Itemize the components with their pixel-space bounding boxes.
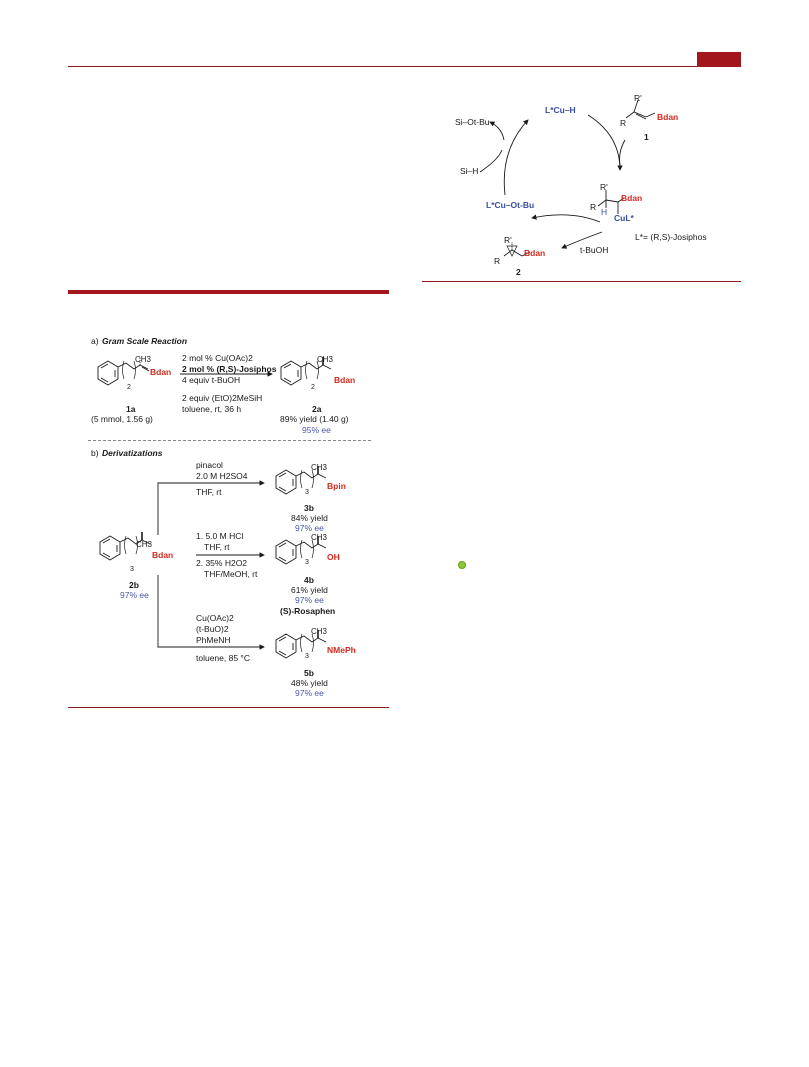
2a-ch3: CH3 [317, 355, 334, 364]
substrate-r-prime: R' [634, 93, 642, 103]
condition-a-3: 4 equiv t-BuOH [182, 375, 241, 385]
panel-a-structures [97, 357, 332, 386]
condition-a-4: 2 equiv (EtO)2MeSiH [182, 393, 263, 403]
route2-cond-2: THF, rt [204, 542, 230, 552]
2b-label: 2b [129, 580, 139, 590]
4b-ring [275, 536, 327, 565]
5b-ch3: CH3 [311, 627, 328, 636]
intermediate-r: R [590, 202, 597, 212]
bullet-dot [458, 561, 466, 569]
4b-ee: 97% ee [295, 595, 324, 605]
scheme-bottom-rule [422, 281, 741, 282]
5b-ring [275, 630, 327, 659]
2b-subscript: 3 [130, 566, 134, 573]
intermediate-structure [597, 190, 625, 214]
panel-a-heading: Gram Scale Reaction [102, 336, 188, 346]
4b-label: 4b [304, 575, 314, 585]
route2-cond-1: 1. 5.0 M HCl [196, 531, 244, 541]
5b-label: 5b [304, 668, 314, 678]
2a-ee: 95% ee [302, 425, 331, 435]
5b-nmeph: NMePh [327, 645, 356, 655]
section-rule-thick [68, 290, 389, 294]
condition-a-1: 2 mol % Cu(OAc)2 [182, 353, 253, 363]
2a-subscript: 2 [311, 384, 315, 391]
silane-reagent: Si–H [460, 166, 479, 176]
route3-cond-3: PhMeNH [196, 635, 231, 645]
3b-yield: 84% yield [291, 513, 328, 523]
1a-label: 1a [126, 404, 136, 414]
cycle-arrows [479, 99, 656, 257]
1a-amount: (5 mmol, 1.56 g) [91, 414, 153, 424]
1a-ring [97, 357, 150, 386]
2b-ring [99, 532, 151, 561]
2a-bdan: Bdan [334, 375, 356, 385]
3b-ee: 97% ee [295, 523, 324, 533]
4b-subscript: 3 [305, 559, 309, 566]
ligand-definition: L*= (R,S)-Josiphos [635, 232, 707, 242]
2a-ring [280, 357, 332, 386]
3b-subscript: 3 [305, 489, 309, 496]
4b-ch3: CH3 [311, 533, 328, 542]
1a-ch3: CH3 [135, 355, 152, 364]
condition-a-5: toluene, rt, 36 h [182, 404, 242, 414]
product-r-prime: R' [504, 235, 512, 245]
3b-ring [275, 466, 327, 495]
5b-subscript: 3 [305, 653, 309, 660]
product-r: R [494, 256, 501, 266]
panel-b-prefix: b) [91, 448, 99, 458]
2a-yield: 89% yield (1.40 g) [280, 414, 349, 424]
reagent-tbuoh: t-BuOH [580, 245, 609, 255]
route1-cond-2: 2.0 M H2SO4 [196, 471, 248, 481]
3b-label: 3b [304, 503, 314, 513]
1a-bdan: Bdan [150, 367, 172, 377]
2b-ch3: CH3 [136, 540, 153, 549]
product-2-structure [503, 242, 531, 257]
header-rule [68, 66, 741, 67]
2b-ee: 97% ee [120, 590, 149, 600]
route2-cond-3: 2. 35% H2O2 [196, 558, 248, 568]
1a-subscript: 2 [127, 384, 131, 391]
condition-a-2: 2 mol % (R,S)-Josiphos [182, 364, 277, 374]
2b-bdan: Bdan [152, 550, 174, 560]
intermediate-cul: CuL* [614, 213, 634, 223]
3b-bpin: Bpin [327, 481, 346, 491]
3b-ch3: CH3 [311, 463, 328, 472]
5b-yield: 48% yield [291, 678, 328, 688]
catalyst-cuh: L*Cu–H [545, 105, 576, 115]
intermediate-h: H [601, 207, 608, 217]
panel-b-heading: Derivatizations [102, 448, 163, 458]
route3-cond-1: Cu(OAc)2 [196, 613, 234, 623]
substrate-1-structure [625, 99, 656, 120]
panel-separator [88, 440, 371, 441]
2a-label: 2a [312, 404, 322, 414]
4b-oh: OH [327, 552, 340, 562]
route1-cond-3: THF, rt [196, 487, 222, 497]
panel-b-structures [99, 466, 327, 659]
intermediate-bdan: Bdan [621, 193, 643, 203]
silane-product: Si–Ot-Bu [455, 117, 490, 127]
intermediate-r-prime: R' [600, 182, 608, 192]
product-label: 2 [516, 267, 521, 277]
substrate-bdan: Bdan [657, 112, 679, 122]
4b-name: (S)-Rosaphen [280, 606, 336, 616]
4b-yield: 61% yield [291, 585, 328, 595]
route3-cond-4: toluene, 85 °C [196, 653, 250, 663]
5b-ee: 97% ee [295, 688, 324, 698]
catalyst-cuotbu: L*Cu–Ot-Bu [486, 200, 535, 210]
figure-bottom-rule [68, 707, 389, 708]
substrate-label: 1 [644, 132, 649, 142]
route1-cond-1: pinacol [196, 460, 223, 470]
panel-a-prefix: a) [91, 336, 99, 346]
route3-cond-2: (t-BuO)2 [196, 624, 229, 634]
route2-cond-4: THF/MeOH, rt [204, 569, 258, 579]
product-bdan: Bdan [524, 248, 546, 258]
substrate-r: R [620, 118, 627, 128]
header-tab [697, 52, 741, 67]
